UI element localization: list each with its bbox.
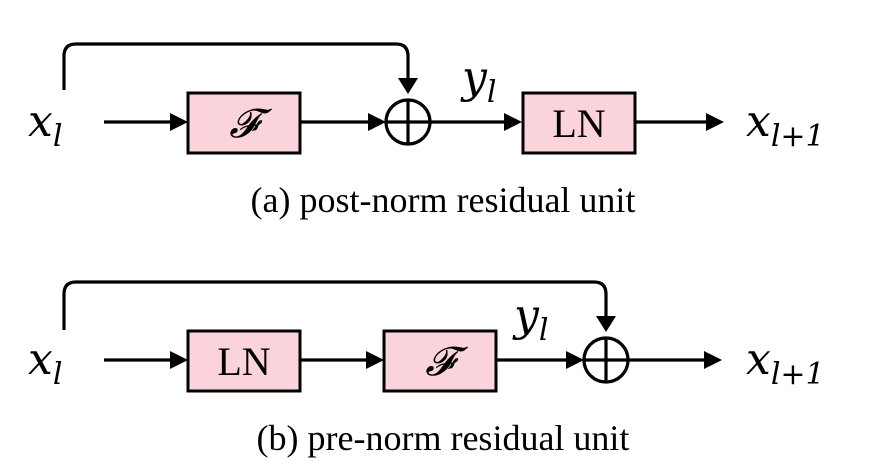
- skip-arrowhead: [596, 316, 616, 332]
- intermediate-label: yl: [512, 290, 548, 348]
- ln-block-label: LN: [552, 101, 605, 146]
- arrowhead: [504, 113, 522, 131]
- skip-connection: [62, 280, 608, 330]
- arrowhead: [366, 351, 384, 369]
- caption-b: (b) pre-norm residual unit: [257, 418, 630, 458]
- skip-arrowhead: [398, 78, 418, 94]
- input-label: xl: [28, 334, 62, 392]
- arrowhead: [566, 351, 584, 369]
- pre-norm-unit: xl LN 𝓕 yl: [28, 280, 825, 458]
- arrowhead: [706, 113, 724, 131]
- arrowhead: [368, 113, 386, 131]
- output-label: xl+1: [746, 334, 825, 392]
- circled-plus-icon: [582, 336, 630, 384]
- circled-plus-icon: [384, 98, 432, 146]
- caption-a: (a) post-norm residual unit: [251, 180, 636, 220]
- intermediate-label: yl: [460, 52, 496, 110]
- f-block: [382, 329, 498, 393]
- input-label: xl: [28, 96, 62, 154]
- arrowhead: [704, 351, 722, 369]
- post-norm-unit: xl 𝓕 yl LN: [28, 42, 825, 220]
- skip-connection: [62, 42, 410, 90]
- arrowhead: [170, 351, 188, 369]
- output-label: xl+1: [746, 96, 825, 154]
- arrowhead: [170, 113, 188, 131]
- ln-block: [521, 91, 637, 155]
- ln-block-label: LN: [217, 339, 270, 384]
